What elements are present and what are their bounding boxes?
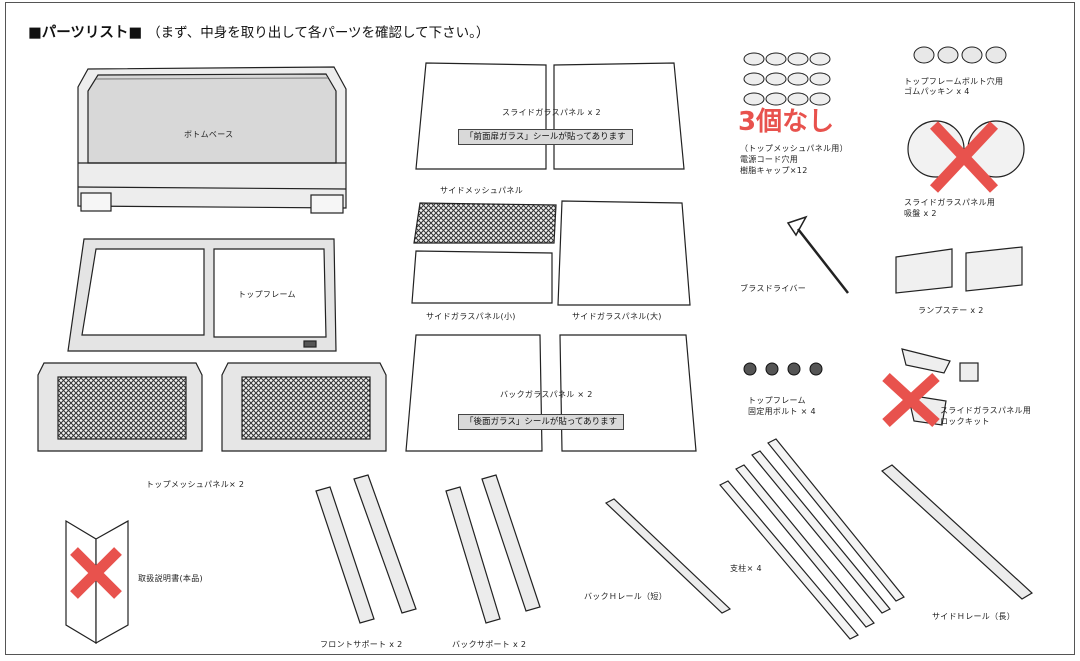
label-front-support: フロントサポート x 2: [320, 640, 403, 649]
label-brass-driver: ブラスドライバー: [740, 284, 807, 293]
label-side-h-rail: サイドＨレール（長）: [932, 612, 1015, 621]
manual-drawing: [65, 519, 129, 645]
label-slide-glass-panel: スライドガラスパネル x 2: [502, 108, 601, 117]
heading-title: ■パーツリスト■: [28, 25, 143, 41]
label-fixing-bolt: トップフレーム 固定用ボルト × 4: [748, 396, 816, 416]
label-suction-cup: スライドガラスパネル用 吸盤 x 2: [904, 198, 996, 218]
label-back-h-rail: バックＨレール（短）: [584, 592, 667, 601]
missing-note: 3個なし: [738, 107, 835, 137]
brass-driver-drawing: [786, 215, 849, 294]
pillars-drawing: [719, 438, 905, 640]
label-side-glass-small: サイドガラスパネル(小): [426, 312, 516, 321]
label-bolt-hole-gasket: トップフレームボルト穴用 ゴムパッキン x 4: [904, 77, 1004, 96]
fixing-bolt-drawing: [743, 362, 823, 376]
side-h-rail-drawing: [881, 464, 1033, 600]
top-frame-drawing: [67, 238, 337, 352]
label-bottom-base: ボトムベース: [184, 130, 234, 139]
bottom-base-drawing: [77, 66, 347, 214]
label-top-mesh-panel: トップメッシュパネル× 2: [146, 480, 245, 489]
gasket-drawing: [913, 46, 1007, 64]
lamp-stay-drawing: [895, 246, 1023, 294]
label-top-frame: トップフレーム: [238, 290, 296, 299]
label-manual: 取扱説明書(本品): [138, 574, 203, 583]
label-pillar: 支柱× 4: [730, 564, 762, 573]
resin-cap-drawing: [743, 52, 831, 106]
label-side-glass-large: サイドガラスパネル(大): [572, 312, 662, 321]
sticker-front-glass: 「前面扉ガラス」シールが貼ってあります: [458, 129, 633, 145]
sticker-back-glass: 「後面ガラス」シールが貼ってあります: [458, 414, 625, 430]
top-mesh-panel-drawing: [37, 362, 387, 452]
parts-illustration: [37, 46, 1033, 645]
back-h-rail-drawing: [604, 498, 732, 614]
label-back-glass-panel: バックガラスパネル × 2: [500, 390, 593, 399]
parts-list-sheet: ■パーツリスト■ （まず、中身を取り出して各パーツを確認して下さい。） 3個なし…: [5, 2, 1075, 655]
supports-drawing: [315, 474, 541, 624]
label-back-support: バックサポート x 2: [452, 640, 527, 649]
page-heading: ■パーツリスト■ （まず、中身を取り出して各パーツを確認して下さい。）: [28, 21, 489, 42]
heading-subtitle: （まず、中身を取り出して各パーツを確認して下さい。）: [147, 25, 490, 41]
label-resin-cap: （トップメッシュパネル用） 電源コード穴用 樹脂キャップ×12: [740, 144, 848, 175]
label-side-mesh-panel: サイドメッシュパネル: [440, 186, 523, 195]
label-lamp-stay: ランプステー x 2: [918, 306, 984, 315]
label-lock-kit: スライドガラスパネル用 ロックキット: [940, 406, 1032, 426]
cross-mark-icons: [70, 121, 999, 599]
side-panels-drawing: [411, 200, 691, 306]
